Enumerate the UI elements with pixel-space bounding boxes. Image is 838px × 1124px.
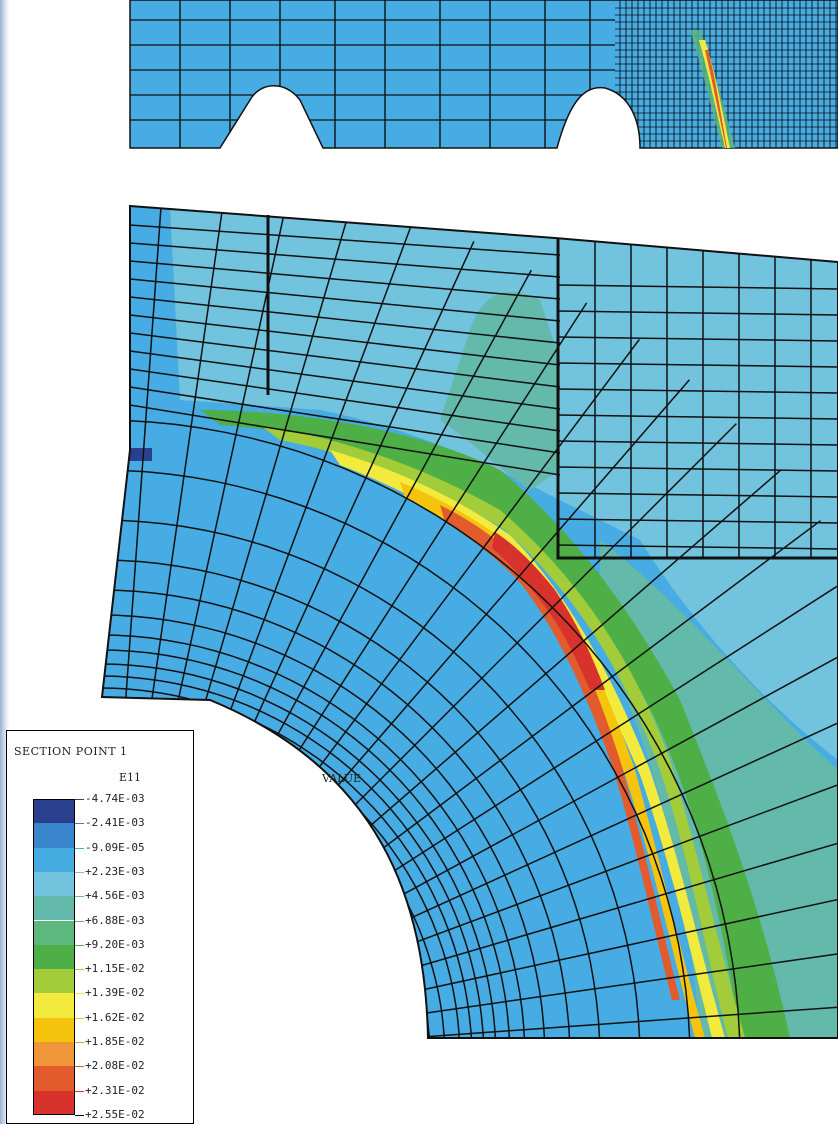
legend-swatch — [33, 1090, 75, 1115]
main-mesh-region — [100, 204, 838, 1039]
mesh-line — [377, 572, 838, 883]
legend-swatch — [33, 920, 75, 945]
mesh-line — [129, 404, 561, 476]
mesh-line — [129, 386, 561, 454]
legend-level-label: -2.41E-03 — [85, 816, 145, 830]
legend-swatch — [33, 1042, 75, 1067]
mesh-line — [557, 492, 838, 498]
mesh-line — [557, 414, 838, 420]
mesh-line — [214, 216, 416, 752]
mesh-line — [332, 423, 737, 828]
main-mesh-outline — [100, 204, 838, 1039]
mesh-line — [557, 466, 838, 472]
legend-swatch — [33, 799, 75, 824]
legend-swatch — [33, 969, 75, 994]
mesh-line — [236, 240, 475, 761]
overview-mesh — [130, 0, 838, 148]
legend-tick — [75, 969, 84, 971]
legend-tick — [75, 799, 84, 800]
legend-level-label: +1.15E-02 — [85, 962, 145, 976]
legend-level-label: +1.85E-02 — [85, 1035, 145, 1048]
legend-tick — [75, 823, 84, 825]
legend-level-label: +1.62E-02 — [85, 1010, 145, 1024]
mesh-line — [129, 314, 561, 366]
legend-swatch — [33, 1017, 75, 1042]
legend-variable: E11 — [119, 771, 142, 784]
legend-tick — [75, 1114, 84, 1116]
legend-swatch — [33, 896, 75, 921]
mesh-line — [557, 440, 838, 446]
legend-swatch — [33, 823, 75, 848]
legend-level-label: +6.88E-03 — [85, 913, 145, 927]
mesh-line — [399, 685, 838, 924]
main-mesh-lines — [102, 206, 838, 1038]
mesh-line — [557, 336, 838, 342]
mesh-line — [348, 470, 781, 845]
legend-tick — [75, 1042, 84, 1043]
legend-swatch — [33, 1066, 75, 1091]
window-edge-decoration — [0, 0, 10, 1124]
overview-strip-body — [129, 0, 838, 149]
mesh-line — [363, 520, 821, 863]
mesh-line — [408, 744, 838, 946]
legend-tick — [75, 871, 84, 873]
mesh-line — [557, 544, 838, 550]
mesh-line — [426, 931, 838, 1014]
legend-swatch — [33, 847, 75, 872]
legend-bar-frame — [33, 799, 75, 1115]
value-label: VALUE — [322, 772, 362, 785]
legend-tick — [75, 1090, 84, 1092]
mesh-line — [129, 332, 561, 388]
partition-line — [556, 238, 838, 560]
mesh-line — [557, 310, 838, 316]
legend-panel: SECTION POINT 1 E11 -4.74E-03 -2.41E-03 -9… — [6, 730, 194, 1124]
legend-tick — [75, 920, 84, 922]
overview-stress-concentration — [690, 30, 735, 148]
legend-level-label: +9.20E-03 — [85, 937, 145, 951]
mesh-line — [557, 362, 838, 368]
mesh-line — [389, 628, 838, 903]
legend-level-label: +2.08E-02 — [85, 1059, 145, 1073]
legend-level-label: +4.56E-03 — [85, 889, 145, 903]
legend-tick — [75, 1017, 84, 1019]
mesh-line — [129, 242, 561, 278]
mesh-line — [192, 206, 355, 744]
mesh-line — [122, 206, 165, 731]
mesh-line — [557, 284, 838, 290]
mesh-line — [429, 995, 838, 1038]
legend-swatch — [33, 871, 75, 897]
legend-tick — [75, 896, 84, 898]
overview-strip — [129, 0, 838, 149]
mesh-line — [129, 368, 561, 432]
mesh-line — [416, 805, 838, 968]
mesh-line — [277, 302, 588, 783]
mesh-line — [129, 350, 561, 410]
legend-tick — [75, 944, 84, 946]
legend-swatch — [33, 944, 75, 970]
legend-tick — [75, 1066, 84, 1068]
legend-level-label: +1.39E-02 — [85, 986, 145, 1000]
mesh-line — [129, 296, 561, 344]
mesh-line — [422, 867, 838, 991]
mesh-line — [557, 388, 838, 394]
mesh-line — [129, 224, 561, 256]
mesh-line — [557, 518, 838, 524]
legend-level-label: -4.74E-03 — [85, 792, 145, 805]
mesh-line — [129, 278, 561, 322]
mesh-line — [146, 206, 229, 734]
legend-title: SECTION POINT 1 — [14, 745, 128, 758]
mesh-line — [129, 260, 561, 300]
legend-tick — [75, 847, 84, 849]
legend-level-label: -9.09E-05 — [85, 840, 145, 854]
legend-level-label: +2.31E-02 — [85, 1083, 145, 1097]
legend-level-label: +2.23E-03 — [85, 864, 145, 878]
legend-tick — [75, 993, 84, 995]
legend-level-label: +2.55E-02 — [85, 1107, 145, 1121]
legend-swatch — [33, 993, 75, 1018]
mesh-line — [315, 379, 690, 812]
mesh-line — [257, 269, 532, 771]
